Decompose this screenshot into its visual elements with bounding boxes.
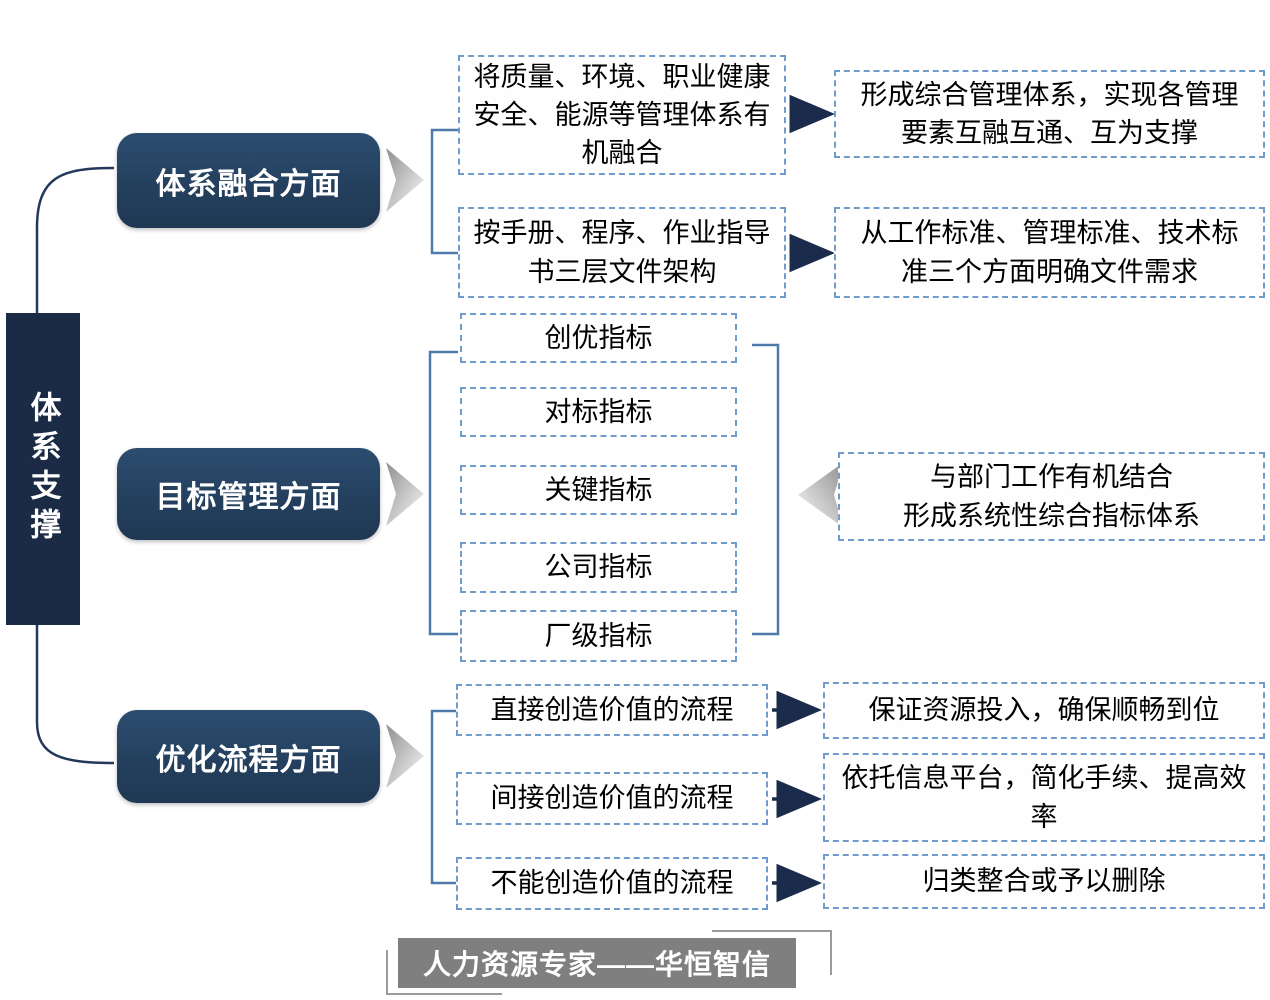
flow-action-2: 依托信息平台，简化手续、提高效率 <box>823 753 1265 842</box>
fusion-cause-2: 按手册、程序、作业指导书三层文件架构 <box>458 207 786 298</box>
bracket-section3 <box>430 709 458 885</box>
target-summary-line2: 形成系统性综合指标体系 <box>903 500 1200 531</box>
indicator-box: 对标指标 <box>460 387 737 437</box>
section3-label: 优化流程方面 <box>155 743 342 777</box>
flow-type-3: 不能创造价值的流程 <box>456 857 768 910</box>
bracket-section2-right <box>752 343 780 636</box>
indicator-box: 公司指标 <box>460 542 737 593</box>
target-summary-line1: 与部门工作有机结合 <box>930 462 1173 493</box>
fusion-effect-2: 从工作标准、管理标准、技术标准三个方面明确文件需求 <box>834 207 1265 298</box>
section1-label: 体系融合方面 <box>155 167 342 201</box>
chevron-right-icon <box>386 462 424 526</box>
section2-header: 目标管理方面 <box>117 448 380 540</box>
chevron-right-icon <box>386 148 424 212</box>
root-label: 体系支撑 <box>25 391 61 547</box>
footer-banner: 人力资源专家——华恒智信 <box>398 938 796 988</box>
curve-root-top <box>35 166 115 316</box>
fusion-effect-1: 形成综合管理体系，实现各管理要素互融互通、互为支撑 <box>834 70 1265 158</box>
flow-type-2: 间接创造价值的流程 <box>456 772 768 825</box>
flow-type-1: 直接创造价值的流程 <box>456 684 768 736</box>
bracket-section1 <box>430 128 458 255</box>
indicator-box: 厂级指标 <box>460 610 737 662</box>
target-summary-box: 与部门工作有机结合 形成系统性综合指标体系 <box>838 452 1265 541</box>
section3-header: 优化流程方面 <box>117 710 380 803</box>
flow-action-1: 保证资源投入，确保顺畅到位 <box>823 682 1265 739</box>
chevron-left-icon <box>798 462 844 528</box>
chevron-right-icon <box>386 724 424 788</box>
section2-label: 目标管理方面 <box>155 481 342 514</box>
bracket-section2-left <box>428 350 458 636</box>
indicator-box: 关键指标 <box>460 465 737 515</box>
indicator-box: 创优指标 <box>460 313 737 363</box>
section1-header: 体系融合方面 <box>117 133 380 228</box>
fusion-cause-1: 将质量、环境、职业健康安全、能源等管理体系有机融合 <box>458 55 786 175</box>
banner-corner-bottomleft <box>386 950 502 995</box>
curve-root-bottom <box>35 622 115 765</box>
flow-action-3: 归类整合或予以删除 <box>823 854 1265 909</box>
banner-corner-topright <box>712 930 832 975</box>
root-node: 体系支撑 <box>6 313 80 625</box>
